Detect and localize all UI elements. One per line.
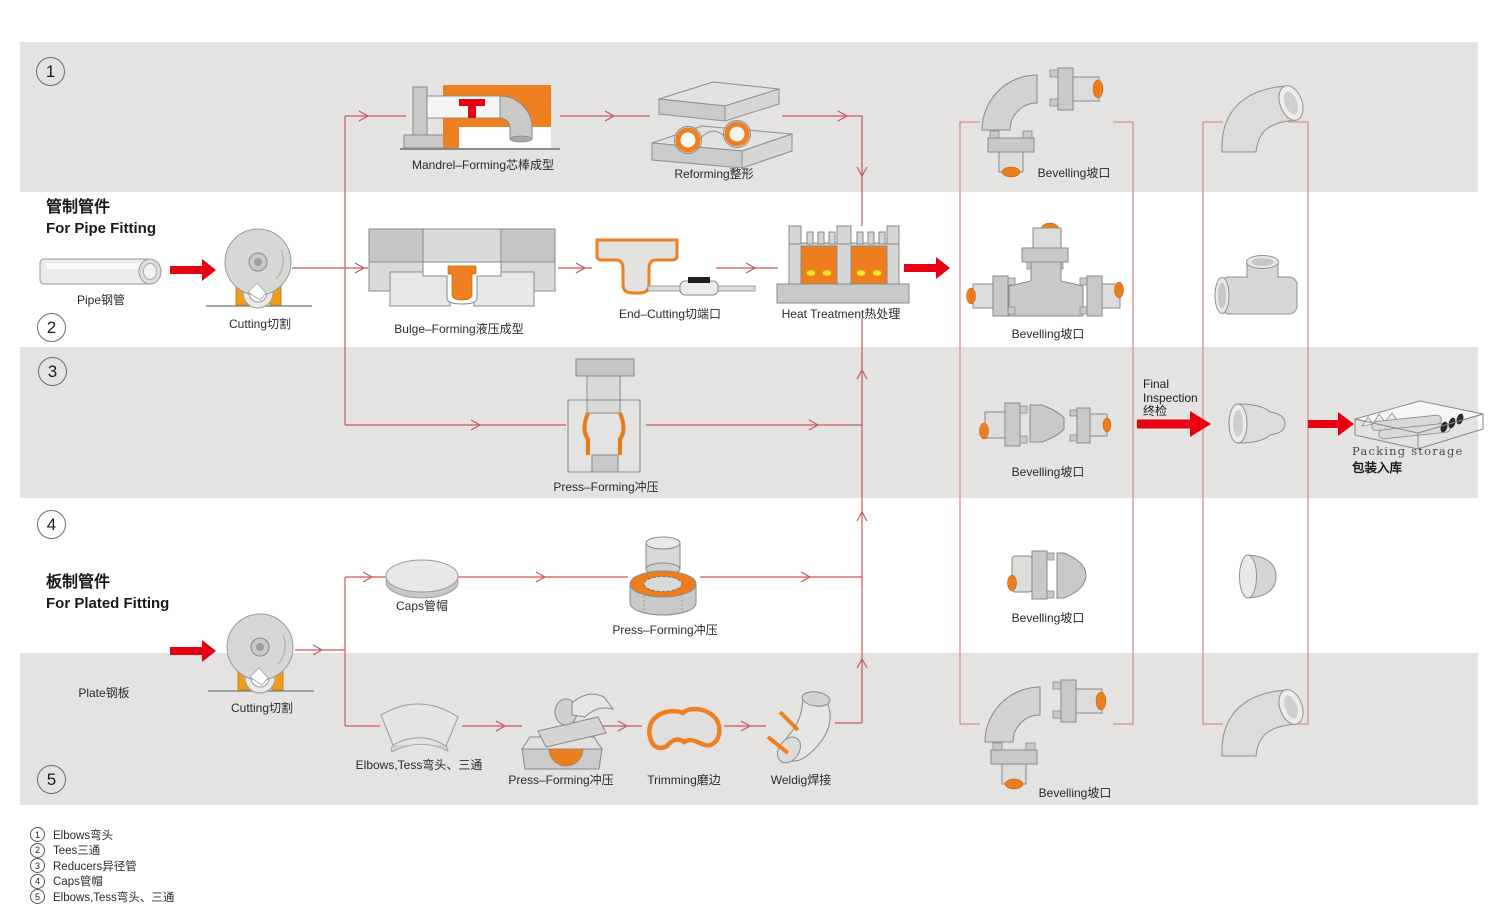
bevelling-station-elbow-top [981, 67, 1104, 178]
section-title-pipe: 管制管件 For Pipe Fitting [46, 197, 156, 239]
section-title-plate-zh: 板制管件 [46, 574, 111, 591]
label-caps-blank: Caps管帽 [395, 599, 449, 613]
label-bevelling-reducer: Bevelling坡口 [1011, 465, 1085, 479]
legend-label-4: Caps管帽 [53, 876, 103, 889]
mandrel-forming-machine [400, 85, 560, 150]
label-final-inspection-line3: 终检 [1143, 404, 1168, 418]
label-press-forming-caps: Press–Forming冲压 [612, 623, 718, 637]
finished-reducer [1228, 403, 1286, 444]
label-final-inspection: Final Inspection 终检 [1143, 377, 1198, 419]
cutting-machine-plate [207, 613, 315, 694]
legend-item-caps: 4 Caps管帽 [30, 873, 174, 889]
flow-connectors [292, 110, 868, 732]
label-pipe-blank: Pipe钢管 [76, 293, 126, 307]
legend-label-2: Tees三通 [53, 845, 101, 858]
press-forming-reducer-machine [567, 358, 641, 473]
legend-item-reducers: 3 Reducers异径管 [30, 858, 174, 874]
label-bulge-forming: Bulge–Forming液压成型 [394, 322, 524, 336]
heat-treatment-furnace [776, 225, 910, 304]
bevelling-station-reducer [979, 402, 1112, 447]
bevelling-station-elbow-bottom [984, 679, 1107, 790]
arrow-final-inspection [1137, 411, 1211, 437]
finished-elbow-bottom [1221, 685, 1308, 757]
section-title-plate-en: For Plated Fitting [46, 595, 170, 612]
label-end-cutting: End–Cutting切端口 [618, 307, 722, 321]
stage-circle-2: 2 [37, 313, 66, 342]
bulge-forming-machine [368, 228, 556, 307]
legend-item-tees: 2 Tees三通 [30, 842, 174, 858]
finished-elbow-top [1221, 81, 1308, 153]
finished-cap [1239, 554, 1277, 599]
welding-elbow-graphic [766, 691, 831, 764]
label-cutting-pipe: Cutting切割 [228, 317, 292, 331]
legend-label-5: Elbows,Tess弯头、三通 [53, 891, 175, 904]
label-press-forming-elbows: Press–Forming冲压 [508, 773, 614, 787]
section-title-plate: 板制管件 For Plated Fitting [46, 572, 169, 614]
label-trimming: Trimming磨边 [647, 773, 721, 787]
legend-label-3: Reducers异径管 [53, 860, 137, 873]
stage-circle-1: 1 [36, 57, 65, 86]
label-bevelling-cap: Bevelling坡口 [1011, 611, 1085, 625]
legend-num-4: 4 [30, 873, 45, 889]
arrow-plate-to-cutting [170, 640, 216, 662]
legend: 1 Elbows弯头 2 Tees三通 3 Reducers异径管 4 Caps… [30, 827, 175, 906]
legend-num-3: 3 [30, 858, 45, 874]
arrow-heat-to-bevelling [904, 257, 950, 279]
legend-num-1: 1 [30, 827, 45, 842]
caps-blank-graphic [385, 559, 459, 599]
section-title-pipe-zh: 管制管件 [46, 199, 111, 216]
label-bevelling-elbow-top: Bevelling坡口 [1037, 166, 1111, 180]
label-packing-storage-zh: 包装入库 [1352, 461, 1403, 475]
pipe-blank-graphic [39, 258, 162, 285]
press-forming-elbows-machine [521, 693, 615, 770]
legend-num-5: 5 [30, 889, 45, 905]
label-final-inspection-line2: Inspection [1143, 390, 1198, 405]
packing-storage-crate [1354, 400, 1484, 450]
legend-num-2: 2 [30, 842, 45, 858]
label-packing-storage-en: Packing storage [1352, 444, 1464, 458]
label-plate-blank: Plate钢板 [78, 686, 130, 700]
section-title-pipe-en: For Pipe Fitting [46, 220, 156, 237]
stage-circle-4: 4 [37, 510, 66, 539]
label-reforming: Reforming整形 [674, 167, 754, 181]
label-elbows-blank: Elbows,Tess弯头、三通 [355, 758, 483, 772]
end-cutting-station [595, 238, 756, 296]
press-forming-caps-machine [629, 536, 697, 616]
finished-tee [1214, 255, 1298, 315]
bevelling-station-cap [1007, 550, 1087, 600]
legend-label-1: Elbows弯头 [53, 829, 114, 842]
stage-circle-3: 3 [38, 357, 67, 386]
label-mandrel-forming: Mandrel–Forming芯棒成型 [411, 158, 555, 172]
bevelling-station-tee [966, 222, 1124, 317]
main-flow-arrows [170, 257, 1354, 662]
elbows-fan-blank-graphic [380, 703, 459, 753]
label-bevelling-tee: Bevelling坡口 [1011, 327, 1085, 341]
trimming-part-graphic [647, 706, 722, 751]
stage-circle-5: 5 [37, 765, 66, 794]
arrow-pipe-to-cutting [170, 259, 216, 281]
label-final-inspection-line1: Final [1143, 377, 1170, 391]
arrow-to-packing [1308, 412, 1354, 436]
label-press-forming-reducer: Press–Forming冲压 [553, 480, 659, 494]
label-welding: Weldig焊接 [770, 773, 832, 787]
reforming-die [651, 81, 793, 169]
legend-item-elbows-tess: 5 Elbows,Tess弯头、三通 [30, 889, 175, 905]
label-bevelling-elbow-bottom: Bevelling坡口 [1038, 786, 1112, 800]
legend-item-elbows: 1 Elbows弯头 [30, 827, 174, 842]
label-heat-treatment: Heat Treatment热处理 [781, 307, 901, 321]
label-cutting-plate: Cutting切割 [230, 701, 294, 715]
